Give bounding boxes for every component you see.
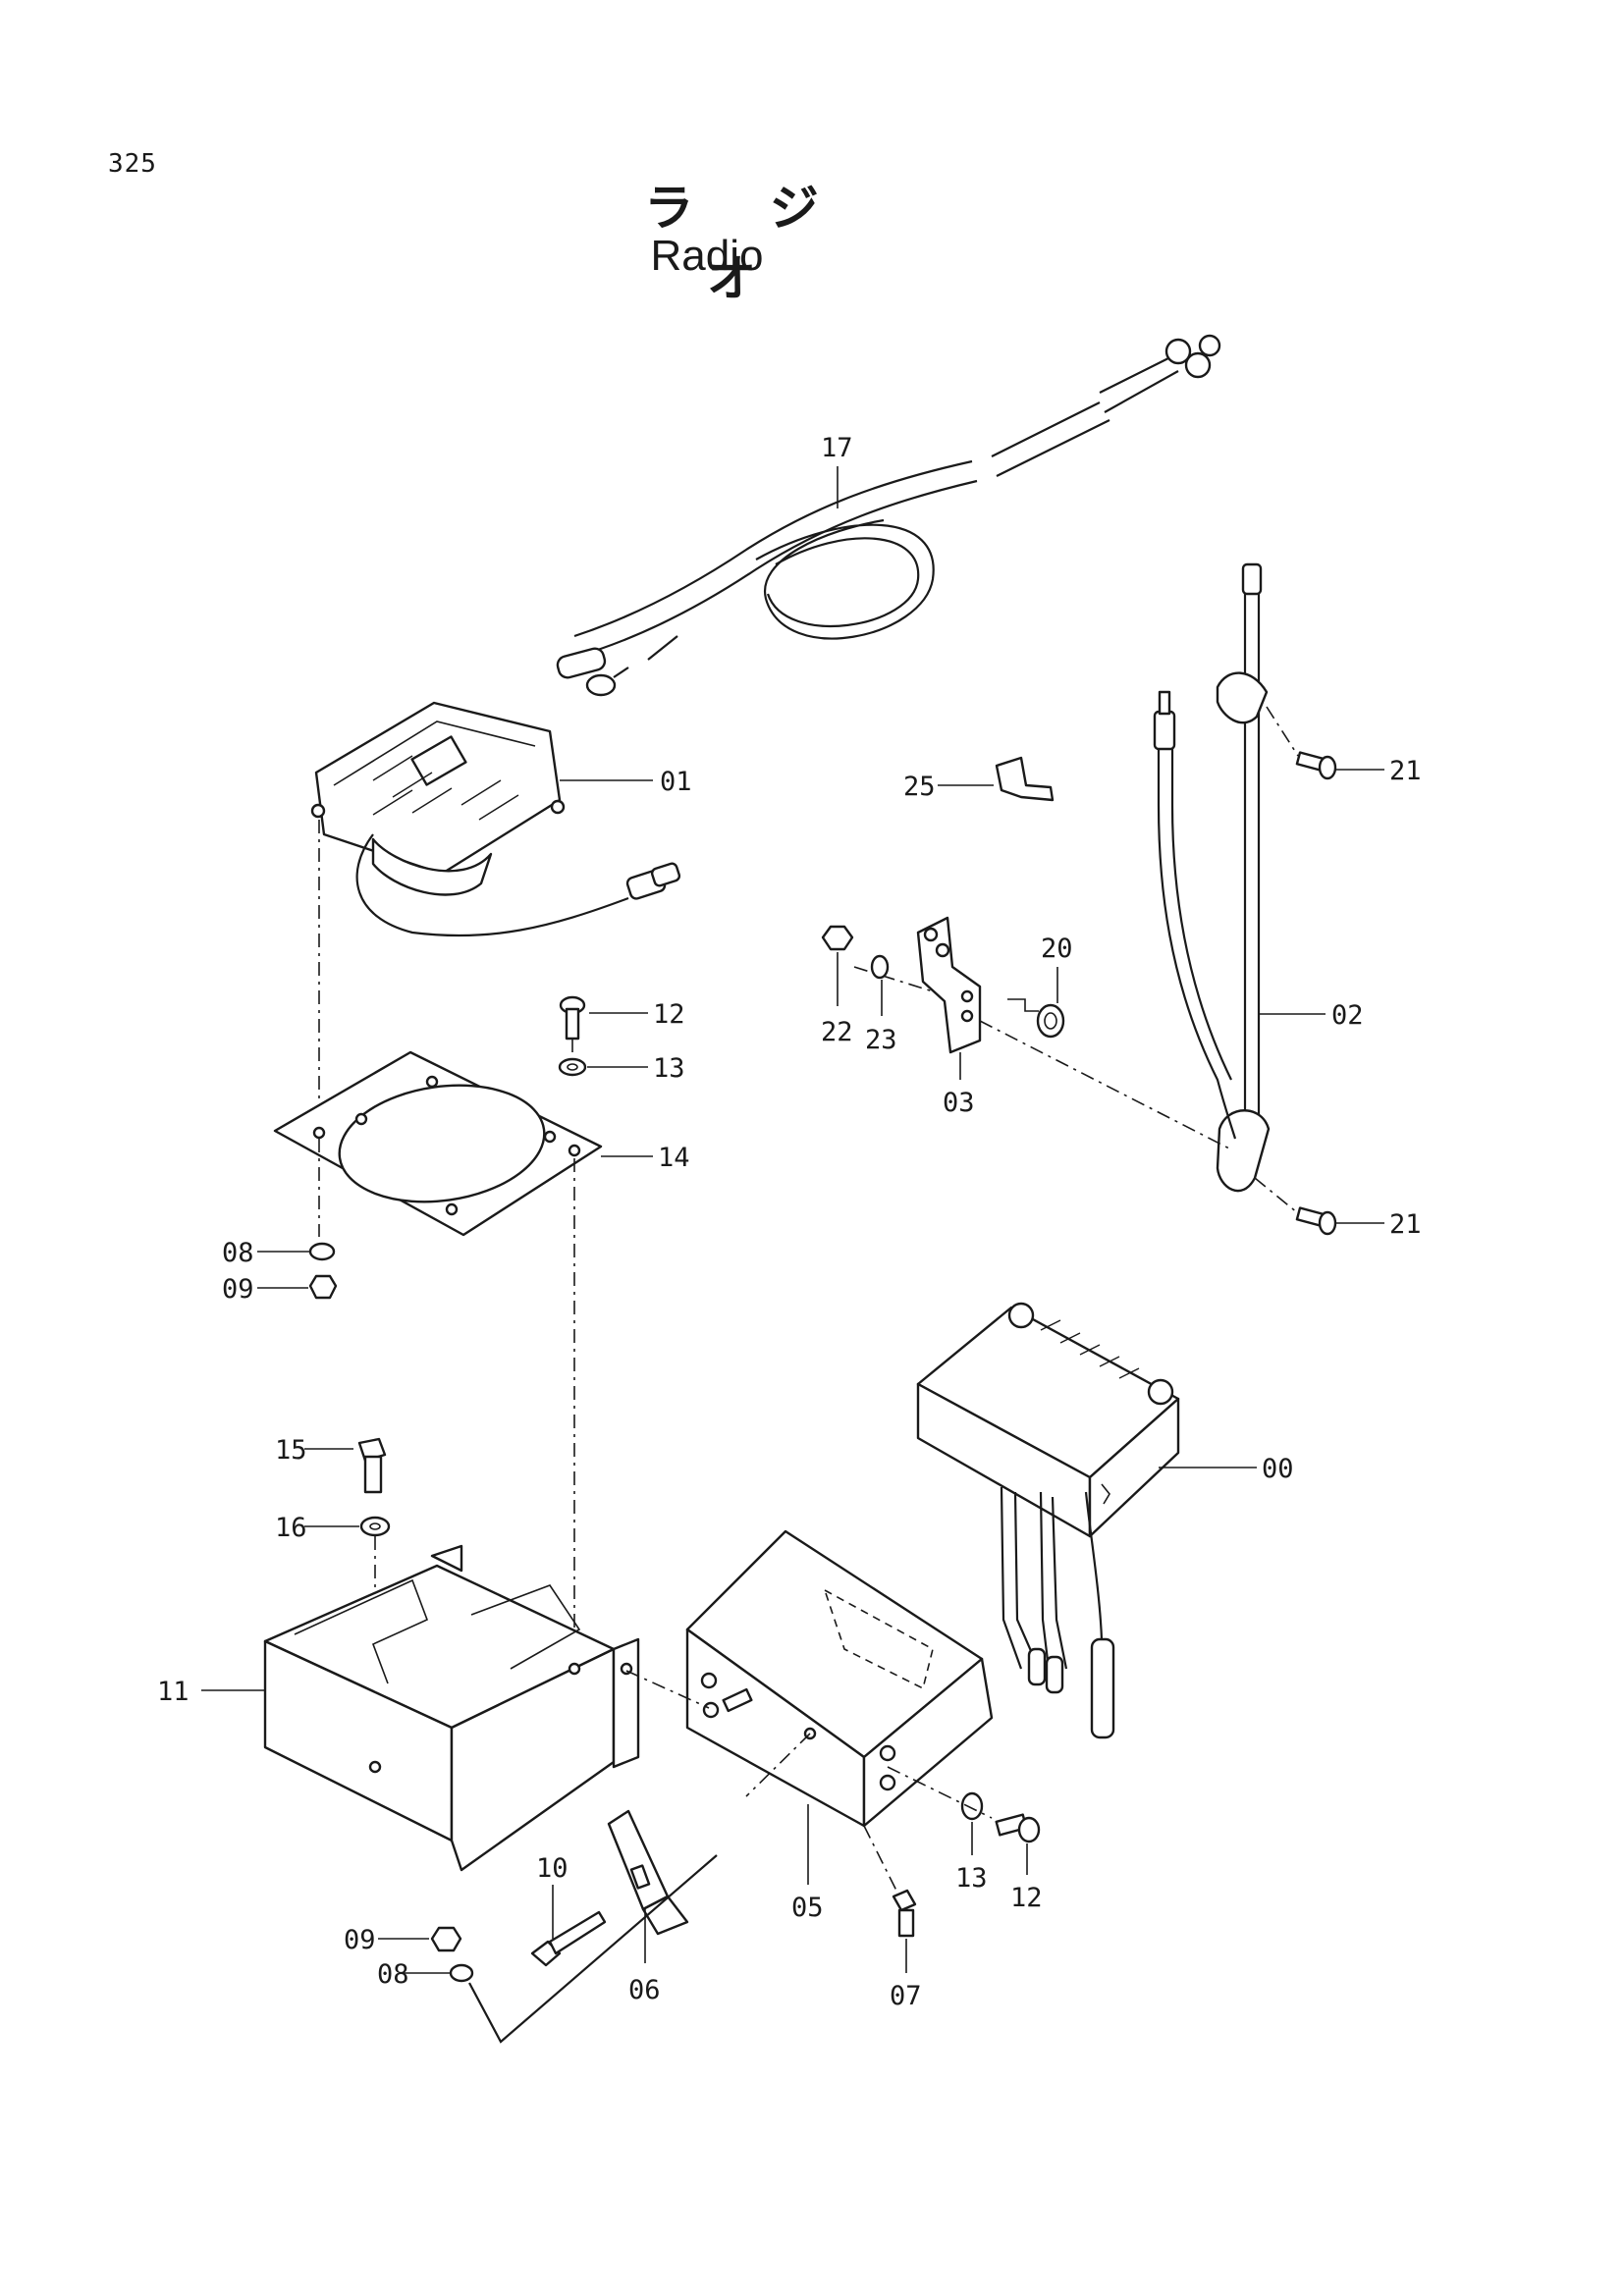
part-08-washer-left[interactable] — [308, 1242, 336, 1261]
part-01-speaker[interactable] — [310, 701, 681, 937]
part-21-screw-upper[interactable] — [1295, 751, 1337, 780]
callout-17: 17 — [821, 433, 853, 463]
callout-09-lower: 09 — [344, 1925, 376, 1955]
part-23-washer[interactable] — [870, 954, 890, 980]
page-number: 325 — [108, 149, 157, 179]
callout-10: 10 — [536, 1853, 568, 1884]
part-11-mounting-bracket[interactable] — [263, 1544, 640, 1872]
callout-08-left: 08 — [222, 1238, 254, 1268]
part-14-speaker-plate[interactable] — [273, 1050, 603, 1237]
callout-05: 05 — [791, 1893, 824, 1923]
part-02-antenna[interactable] — [1153, 562, 1271, 1193]
callout-12-upper: 12 — [653, 999, 685, 1030]
callout-23: 23 — [865, 1025, 897, 1055]
callout-25: 25 — [903, 772, 936, 802]
part-05-radio-case[interactable] — [685, 1529, 994, 1828]
leader-08-to-06 — [468, 1854, 718, 2044]
part-12-screw-upper[interactable] — [559, 995, 586, 1041]
leader-21-lower-to-02 — [1254, 1177, 1299, 1214]
callout-03: 03 — [943, 1088, 975, 1118]
part-13-washer-upper[interactable] — [558, 1057, 587, 1077]
callout-09-left: 09 — [222, 1274, 254, 1305]
callout-12-lower: 12 — [1010, 1883, 1043, 1913]
part-20-grommet[interactable] — [1036, 1003, 1065, 1039]
callout-21-upper: 21 — [1389, 756, 1422, 786]
part-00-radio-unit[interactable] — [916, 1302, 1180, 1538]
part-13-washer-lower[interactable] — [960, 1791, 984, 1821]
callout-22: 22 — [821, 1017, 853, 1047]
callout-11: 11 — [157, 1677, 189, 1707]
callout-08-lower: 08 — [377, 1959, 409, 1990]
part-15-bolt[interactable] — [357, 1437, 387, 1494]
part-09-nut-left[interactable] — [308, 1274, 338, 1300]
part-09-nut-lower[interactable] — [430, 1926, 462, 1952]
part-03-antenna-bracket[interactable] — [916, 916, 982, 1054]
callout-21-lower: 21 — [1389, 1209, 1422, 1240]
leader-22-to-03 — [853, 966, 934, 992]
callout-13-lower: 13 — [955, 1863, 988, 1894]
callout-15: 15 — [275, 1435, 307, 1466]
leader-21-upper-to-02 — [1266, 706, 1299, 757]
part-16-washer[interactable] — [359, 1516, 391, 1537]
part-07-screw[interactable] — [892, 1889, 917, 1938]
callout-06: 06 — [628, 1975, 661, 2005]
leader-03-to-02 — [979, 1020, 1230, 1149]
callout-16: 16 — [275, 1513, 307, 1543]
callout-07: 07 — [890, 1981, 922, 2011]
part-00-radio-leads — [1000, 1486, 1115, 1739]
part-22-nut[interactable] — [821, 925, 854, 951]
page-title-english: Radio — [650, 232, 764, 280]
callout-01: 01 — [660, 767, 692, 797]
part-21-screw-lower[interactable] — [1295, 1206, 1337, 1236]
leader-05-to-12 — [887, 1766, 993, 1819]
part-10-bolt[interactable] — [530, 1910, 607, 1967]
callout-14: 14 — [658, 1143, 690, 1173]
callout-20: 20 — [1041, 934, 1073, 964]
part-25-clip[interactable] — [995, 756, 1055, 802]
callout-02: 02 — [1331, 1000, 1364, 1031]
part-12-screw-lower[interactable] — [995, 1813, 1041, 1843]
part-17-wire-harness[interactable] — [556, 334, 1221, 697]
page-title-japanese: ラ ジ オ — [644, 180, 848, 307]
leader-20-to-03 — [1007, 998, 1039, 1012]
callout-00: 00 — [1262, 1454, 1294, 1484]
leader-05-to-07 — [863, 1825, 899, 1896]
callout-13-upper: 13 — [653, 1053, 685, 1084]
part-08-washer-lower[interactable] — [449, 1963, 474, 1983]
